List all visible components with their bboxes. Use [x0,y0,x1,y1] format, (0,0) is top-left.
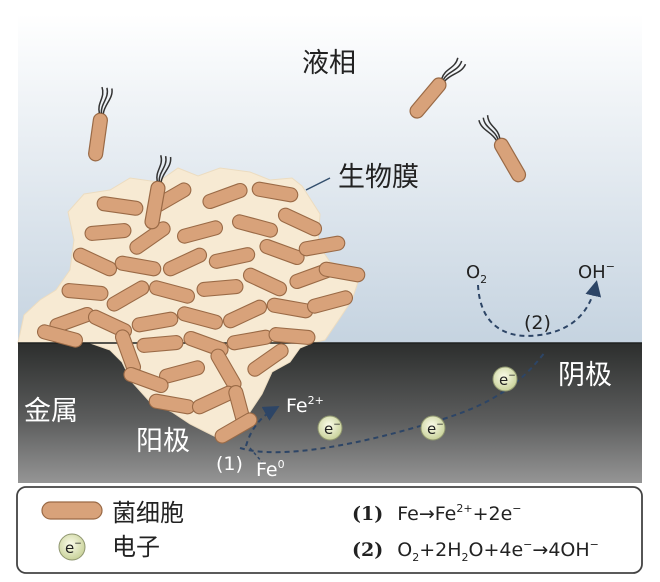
bacterium-39 [247,343,289,377]
bacteria-cluster [36,181,366,444]
bacterium-22 [318,261,366,283]
bacterium-35 [268,327,316,345]
legend-bacteria-label: 菌细胞 [112,499,184,527]
electron-2: e− [317,415,343,441]
bacterium-26 [176,306,224,330]
bacterium-1 [96,196,144,216]
bacterium-16 [61,283,109,301]
bacterium-32 [136,335,184,353]
fe2-release-arrow [245,406,280,447]
bacterium-4 [251,181,299,203]
bacterium-25 [131,311,179,333]
biofilm-leader-line [305,177,331,191]
o2-label: O2 [466,262,487,286]
fe2-label: Fe2+ [286,394,324,417]
bacterium-3 [202,182,248,210]
bacterium-38 [123,366,169,394]
metal-region [18,343,642,483]
bacterium-27 [222,299,268,329]
liquid-phase-label: 液相 [302,48,356,79]
bacterium-11 [114,255,162,277]
step-1-label: (1) [216,453,243,475]
bacterium-10 [72,247,118,277]
svg-text:e−: e− [499,371,516,389]
bacterium-20 [242,267,288,297]
bacterium-18 [148,280,196,304]
electron-1: e− [492,366,518,392]
bacterium-13 [208,247,256,269]
bacterium-12 [162,247,208,277]
electron-3: e− [420,415,446,441]
legend-bacteria-icon [41,501,103,520]
bacterium-30 [36,324,84,348]
bacterium-5 [84,223,132,241]
metal-label: 金属 [24,396,78,427]
biofilm-label: 生物膜 [338,162,419,193]
bacterium-17 [106,280,150,312]
svg-text:e−: e− [427,420,444,438]
bacterium-9 [277,207,323,237]
cathode-label: 阴极 [558,360,612,391]
legend-electron-icon: e− [58,533,86,561]
bacterium-29 [306,290,354,314]
fe0-label: Fe0 [256,458,285,481]
free-bacterium-3 [478,115,527,183]
free-bacterium-1 [88,86,113,162]
oh-label: OH− [578,260,615,283]
legend-electron-label: 电子 [112,533,160,561]
bacterium-6 [129,221,171,255]
bacterium-14 [259,238,305,266]
bacterium-7 [176,220,224,244]
svg-text:e−: e− [65,539,82,557]
free-bacterium-2 [409,57,467,119]
anode-label: 阳极 [136,426,190,457]
bacterium-43 [214,412,258,444]
step-2-label: (2) [524,312,551,334]
bacterium-15 [298,235,346,257]
bacterium-8 [231,214,279,238]
legend-box [16,486,643,574]
svg-text:e−: e− [324,420,341,438]
bacterium-19 [196,279,244,297]
o2-reduction-arc [477,280,602,337]
free-bacterium-4 [144,155,172,230]
legend-reaction-1: (1) Fe→Fe2++2e− [352,502,522,525]
legend-reaction-2: (2) O2+2H2O+4e−→4OH− [352,538,599,564]
